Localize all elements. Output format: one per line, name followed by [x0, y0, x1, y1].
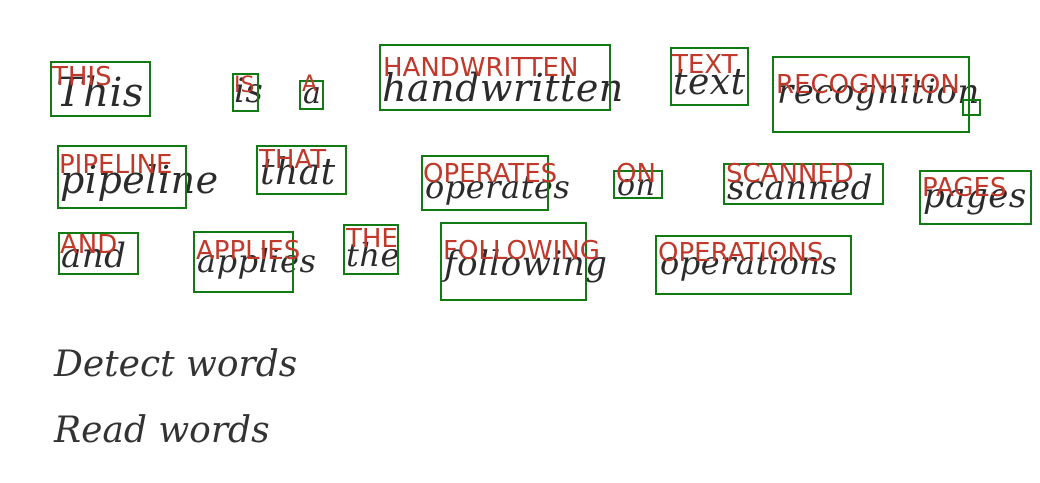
word-bounding-box: [379, 44, 611, 111]
word-bounding-box: [421, 155, 549, 211]
handwritten-note: Detect words: [54, 344, 298, 385]
word-bounding-box: [655, 235, 852, 295]
handwritten-word: handwritten: [382, 66, 624, 110]
word-bounding-box: [440, 222, 587, 301]
word-label: OPERATES: [423, 159, 558, 189]
handwritten-word: pages: [923, 176, 1027, 216]
word-label: IS: [234, 73, 255, 98]
word-label: TEXT: [672, 50, 738, 80]
word-bounding-box: [772, 56, 970, 133]
handwritten-word: recognition: [777, 72, 980, 112]
word-label: PIPELINE: [59, 150, 173, 180]
handwritten-word: the: [346, 236, 400, 274]
word-label: PAGES: [922, 173, 1007, 203]
handwritten-note: Read words: [54, 410, 270, 451]
handwritten-word: that: [260, 152, 336, 193]
word-label: AND: [60, 230, 118, 260]
word-label: OPERATIONS: [658, 238, 824, 268]
handwritten-word: pipeline: [60, 158, 219, 202]
word-label: HANDWRITTEN: [383, 53, 579, 83]
word-label: A: [302, 72, 318, 97]
word-bounding-box: [343, 224, 399, 275]
word-bounding-box: [299, 80, 324, 110]
handwritten-word: applies: [197, 242, 317, 280]
word-bounding-box: [613, 170, 663, 199]
handwritten-word: operates: [425, 168, 571, 206]
word-bounding-box: [193, 231, 294, 293]
word-bounding-box: [919, 170, 1032, 225]
word-bounding-box: [50, 61, 151, 117]
word-label: APPLIES: [196, 236, 301, 266]
word-bounding-box: [232, 73, 259, 112]
handwritten-word: operations: [660, 244, 838, 282]
handwritten-word: a: [303, 76, 322, 111]
word-bounding-box: [962, 99, 981, 116]
word-bounding-box: [58, 232, 139, 275]
handwritten-word: scanned: [727, 168, 873, 208]
word-label: RECOGNITION: [776, 70, 960, 100]
word-bounding-box: [670, 47, 749, 106]
word-label: THE: [346, 224, 398, 254]
word-bounding-box: [57, 145, 187, 209]
handwritten-word: This: [56, 70, 144, 116]
word-label: ON: [616, 159, 656, 189]
word-label: THIS: [52, 62, 112, 92]
handwritten-word: text: [673, 62, 746, 103]
word-bounding-box: [723, 163, 884, 205]
word-label: THAT: [259, 145, 327, 175]
handwritten-word: following: [444, 244, 608, 284]
word-bounding-box: [256, 145, 347, 195]
word-label: SCANNED: [726, 159, 854, 189]
word-label: FOLLOWING: [443, 236, 600, 266]
handwritten-word: and: [61, 236, 127, 276]
